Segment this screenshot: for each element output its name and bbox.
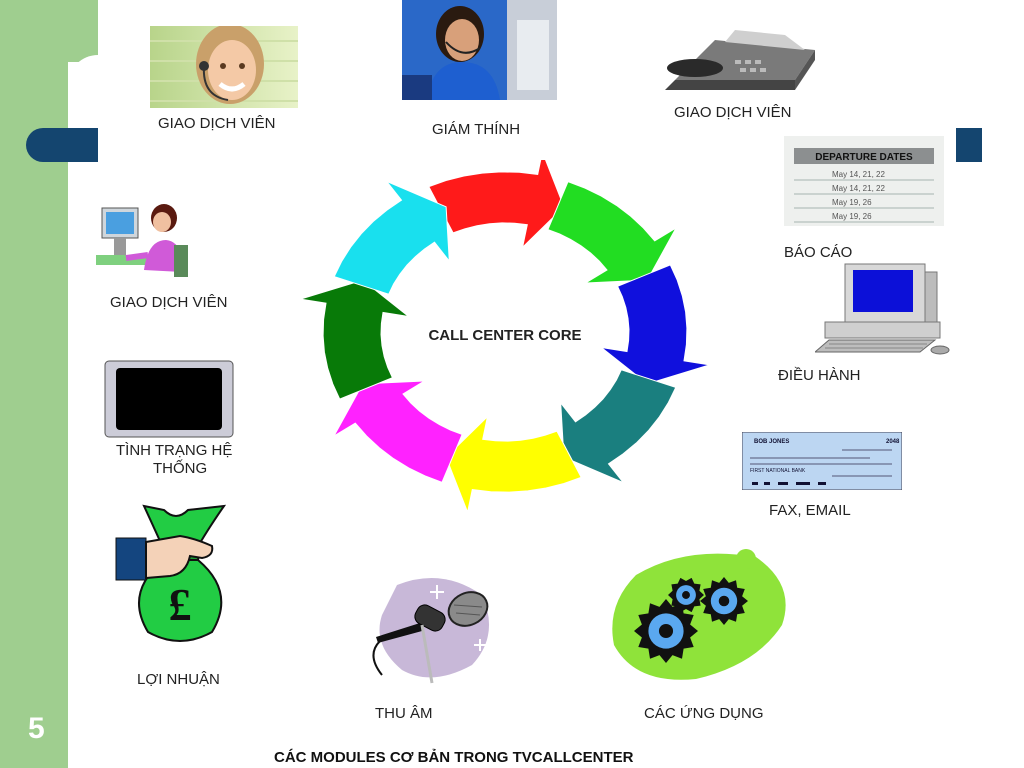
label-agent-headset: GIAO DỊCH VIÊN: [158, 115, 276, 132]
desktop-computer-icon: [815, 263, 950, 355]
supervisor-photo: [402, 0, 557, 100]
cycle-diagram: [300, 160, 710, 510]
report-header-text: DEPARTURE DATES: [815, 152, 913, 163]
report-row-3: May 19, 26: [832, 198, 872, 207]
cycle-arrow-5: [445, 415, 582, 510]
cycle-arrow-7: [300, 279, 411, 400]
accent-pill-left: [26, 128, 98, 162]
monitor-icon: [104, 360, 234, 438]
slide-footer: CÁC MODULES CƠ BẢN TRONG TVCALLCENTER: [274, 749, 634, 766]
label-system-status-2: THỐNG: [153, 460, 208, 477]
gear-medium: [700, 577, 748, 625]
report-row-2: May 14, 21, 22: [832, 184, 885, 193]
fax-machine-icon: [665, 30, 815, 90]
report-row-4: May 19, 26: [832, 212, 872, 221]
label-system-status-1: TÌNH TRẠNG HỆ: [116, 442, 233, 459]
label-fax-email: FAX, EMAIL: [769, 502, 851, 519]
label-agent-computer: GIAO DỊCH VIÊN: [110, 294, 228, 311]
microphone-icon: [372, 577, 490, 684]
label-supervisor: GIÁM THÍNH: [432, 121, 521, 138]
accent-block-right: [956, 128, 982, 162]
label-report: BÁO CÁO: [784, 244, 853, 261]
cycle-arrow-4: [560, 369, 677, 484]
core-label: CALL CENTER CORE: [428, 327, 582, 344]
money-bag-icon: £: [115, 504, 227, 642]
label-operations: ĐIỀU HÀNH: [778, 367, 861, 384]
cheque-bank: FIRST NATIONAL BANK: [750, 468, 806, 474]
agent-computer-icon: [96, 204, 188, 277]
report-document-icon: DEPARTURE DATES May 14, 21, 22 May 14, 2…: [784, 136, 944, 226]
label-applications: CÁC ỨNG DỤNG: [644, 705, 764, 722]
cheque-number: 2048: [886, 439, 900, 445]
cheque-name: BOB JONES: [754, 439, 789, 445]
sidebar-top-band: [68, 0, 98, 62]
label-recording: THU ÂM: [375, 705, 433, 722]
gear-small: [668, 577, 704, 613]
report-row-1: May 14, 21, 22: [832, 170, 885, 179]
cycle-arrow-8: [333, 180, 450, 295]
cycle-arrow-1: [428, 160, 565, 249]
money-bag-symbol: £: [169, 579, 192, 630]
label-profit: LỢI NHUẬN: [137, 671, 220, 688]
label-agent-phone: GIAO DỊCH VIÊN: [674, 104, 792, 121]
gears-icon: [612, 549, 786, 680]
cycle-arrow-3: [599, 264, 710, 385]
cheque-icon: BOB JONES 2048 FIRST NATIONAL BANK: [742, 432, 902, 490]
cycle-arrow-2: [547, 181, 678, 284]
gear-large: [634, 599, 698, 663]
sidebar-band: [0, 0, 68, 768]
cycle-arrow-6: [332, 380, 463, 483]
agent-headset-photo: [150, 26, 298, 108]
slide-number: 5: [28, 712, 45, 745]
